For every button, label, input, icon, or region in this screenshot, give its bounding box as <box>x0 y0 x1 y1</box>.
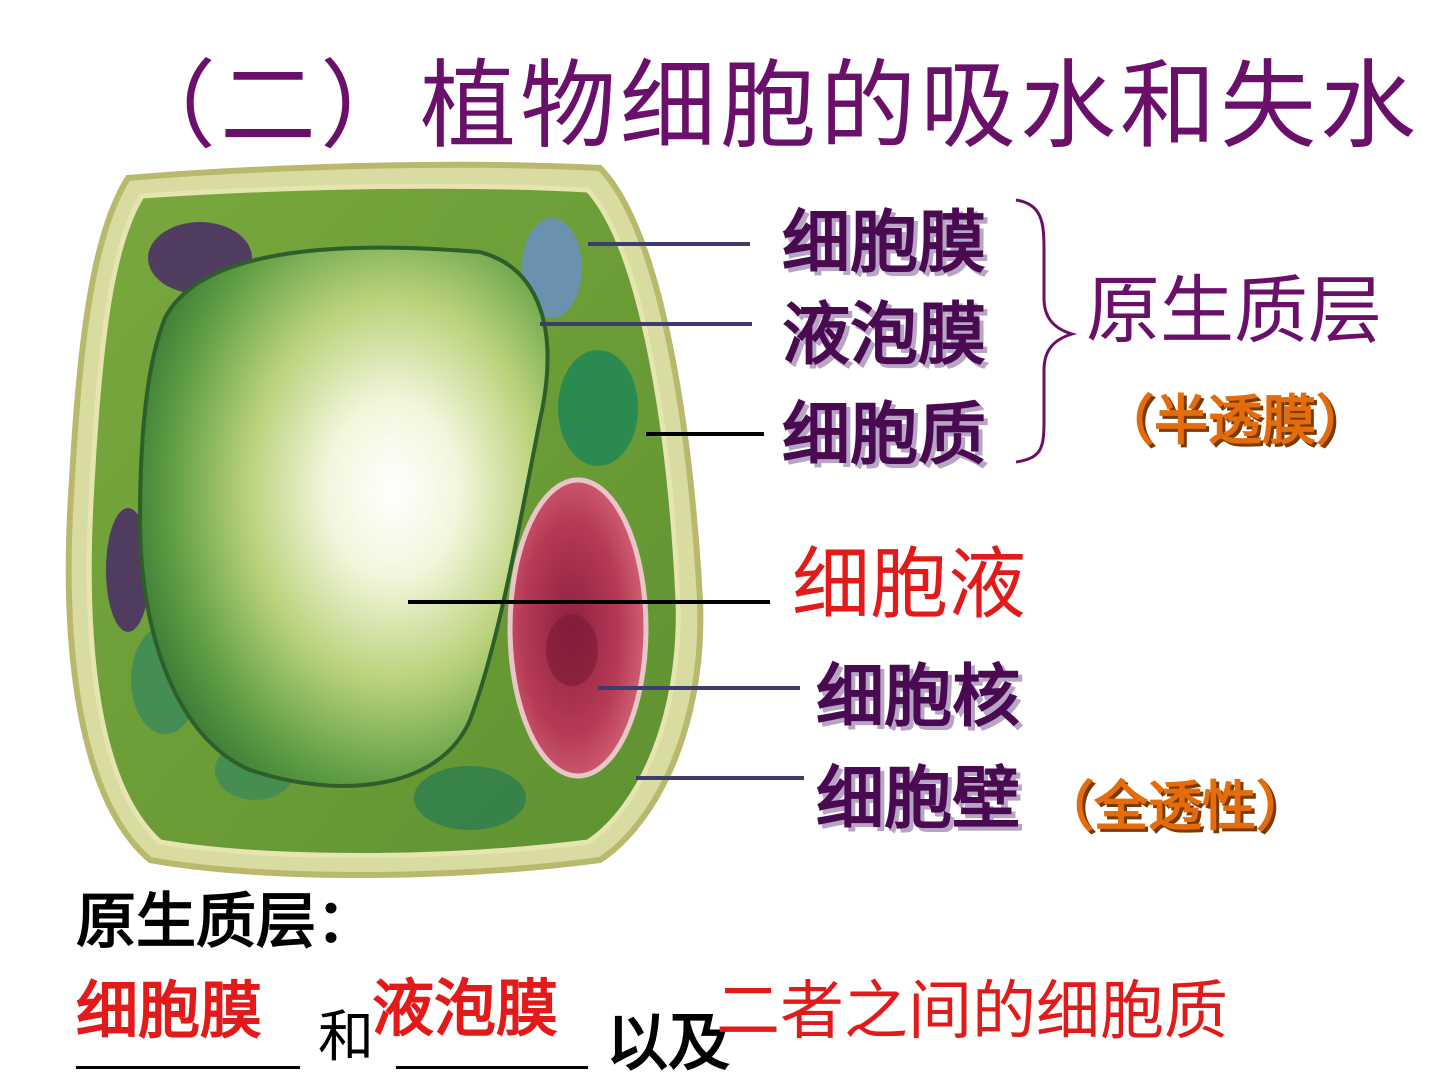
answer-vacuole-membrane: 液泡膜 <box>372 972 559 1045</box>
vacuole-shape <box>137 245 550 788</box>
label-cell-wall: 细胞壁 <box>816 760 1021 839</box>
bottom-heading: 原生质层： <box>76 887 376 957</box>
plant-cell-illustration <box>65 161 1078 878</box>
label-semi-permeable: （半透膜） <box>1100 389 1370 452</box>
answer-cytoplasm-between: 二者之间的细胞质 <box>716 975 1228 1049</box>
joiner-and: 和 <box>318 1005 374 1070</box>
joiner-and-also: 以及 <box>606 1006 731 1079</box>
label-vacuole-membrane: 液泡膜 <box>782 296 987 375</box>
label-cytoplasm: 细胞质 <box>782 396 987 475</box>
label-cell-sap: 细胞液 <box>792 540 1027 630</box>
blank-line-2 <box>396 1066 588 1069</box>
label-protoplast-layer: 原生质层 <box>1086 268 1382 354</box>
label-fully-permeable: （全透性） <box>1040 775 1310 838</box>
answer-cell-membrane: 细胞膜 <box>76 974 263 1047</box>
label-nucleus: 细胞核 <box>816 658 1021 737</box>
protoplast-brace <box>1015 198 1078 464</box>
blank-line-1 <box>76 1066 300 1069</box>
slide-title: （二）植物细胞的吸水和失水 <box>120 50 1420 162</box>
label-cell-membrane: 细胞膜 <box>782 204 987 283</box>
